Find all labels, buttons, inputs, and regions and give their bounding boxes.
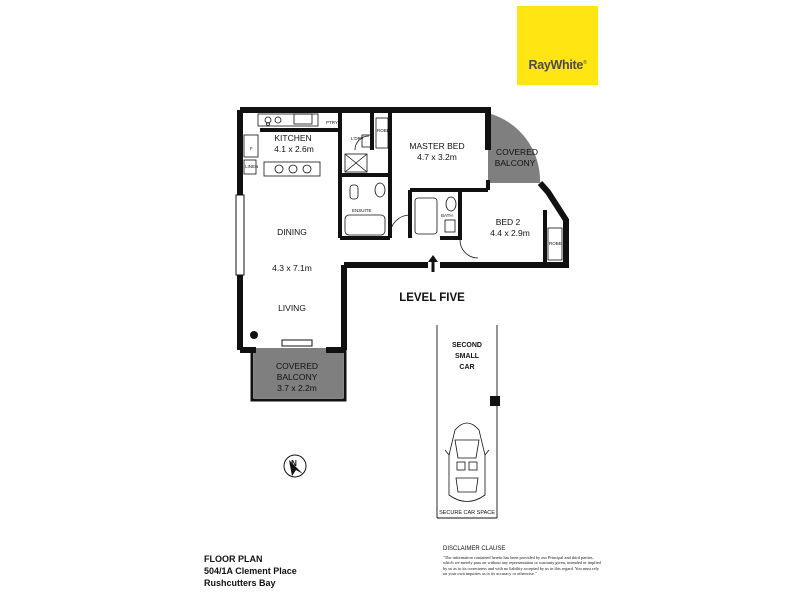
ensuite-label: ENSUITE	[352, 208, 372, 213]
secure-car-label: SECURE CAR SPACE	[439, 510, 495, 516]
kitchen-size: 4.1 x 2.6m	[274, 144, 314, 154]
column	[250, 331, 258, 339]
bed2-label: BED 2	[496, 217, 521, 227]
outer-walls	[237, 107, 569, 353]
raywhite-logo-box	[517, 6, 598, 85]
dining-label: DINING	[277, 227, 307, 237]
ensuite-fittings	[344, 134, 386, 236]
robe-label-bed2: ROBE	[549, 241, 562, 246]
level-title: LEVEL FIVE	[399, 292, 465, 304]
bath-fittings	[414, 196, 457, 235]
windows	[235, 194, 313, 347]
disclaimer-title: DISCLAIMER CLAUSE	[443, 546, 506, 552]
covered-balcony-bottom-label-1: COVERED	[276, 361, 318, 371]
second-car-label-1: SECOND	[452, 342, 482, 349]
covered-balcony-top-label-1: COVERED	[496, 147, 538, 157]
covered-balcony-top-floor	[488, 113, 541, 183]
covered-balcony-bottom-label-2: BALCONY	[277, 372, 318, 382]
interior-walls	[260, 112, 547, 265]
floor-plan-title-block: FLOOR PLAN 504/1A Clement Place Rushcutt…	[204, 553, 297, 589]
second-car-label-2: SMALL	[455, 353, 480, 360]
master-bed-size: 4.7 x 3.2m	[417, 152, 457, 162]
car-icon	[444, 422, 490, 502]
bottom-balcony-walls	[250, 350, 347, 402]
floor-plan-heading: FLOOR PLAN	[204, 554, 263, 564]
disclaimer-text: "The information contained herein has be…	[443, 555, 601, 577]
suburb-line: Rushcutters Bay	[204, 578, 276, 588]
bath-label: BATH	[441, 213, 453, 218]
living-label: LIVING	[278, 303, 306, 313]
robe-label-master: ROBE	[377, 128, 390, 133]
covered-balcony-bottom-size: 3.7 x 2.2m	[277, 383, 317, 393]
kitchen-fittings	[243, 113, 321, 177]
living-dining-size: 4.3 x 7.1m	[272, 263, 312, 273]
pantry-label: PTRY	[326, 120, 338, 125]
entry-arrow-icon	[428, 255, 438, 272]
robes	[375, 117, 563, 261]
covered-balcony-top-label-2: BALCONY	[495, 158, 536, 168]
address-line: 504/1A Clement Place	[204, 566, 297, 576]
raywhite-logo-text: RayWhite®	[528, 58, 587, 72]
covered-balcony-bottom-floor	[254, 348, 343, 398]
kitchen-label: KITCHEN	[274, 133, 311, 143]
linen-label: LINEN	[245, 164, 258, 169]
car-space	[436, 325, 498, 519]
second-car-label-3: CAR	[459, 364, 474, 371]
master-bed-label: MASTER BED	[409, 141, 464, 151]
car-space-column	[490, 396, 500, 406]
north-compass-icon: N	[283, 454, 307, 478]
doors	[354, 135, 479, 259]
bed2-size: 4.4 x 2.9m	[490, 228, 530, 238]
laundry-label: L'DRY	[351, 136, 364, 141]
compass-letter: N	[291, 459, 297, 468]
fridge-label: F	[250, 146, 253, 151]
